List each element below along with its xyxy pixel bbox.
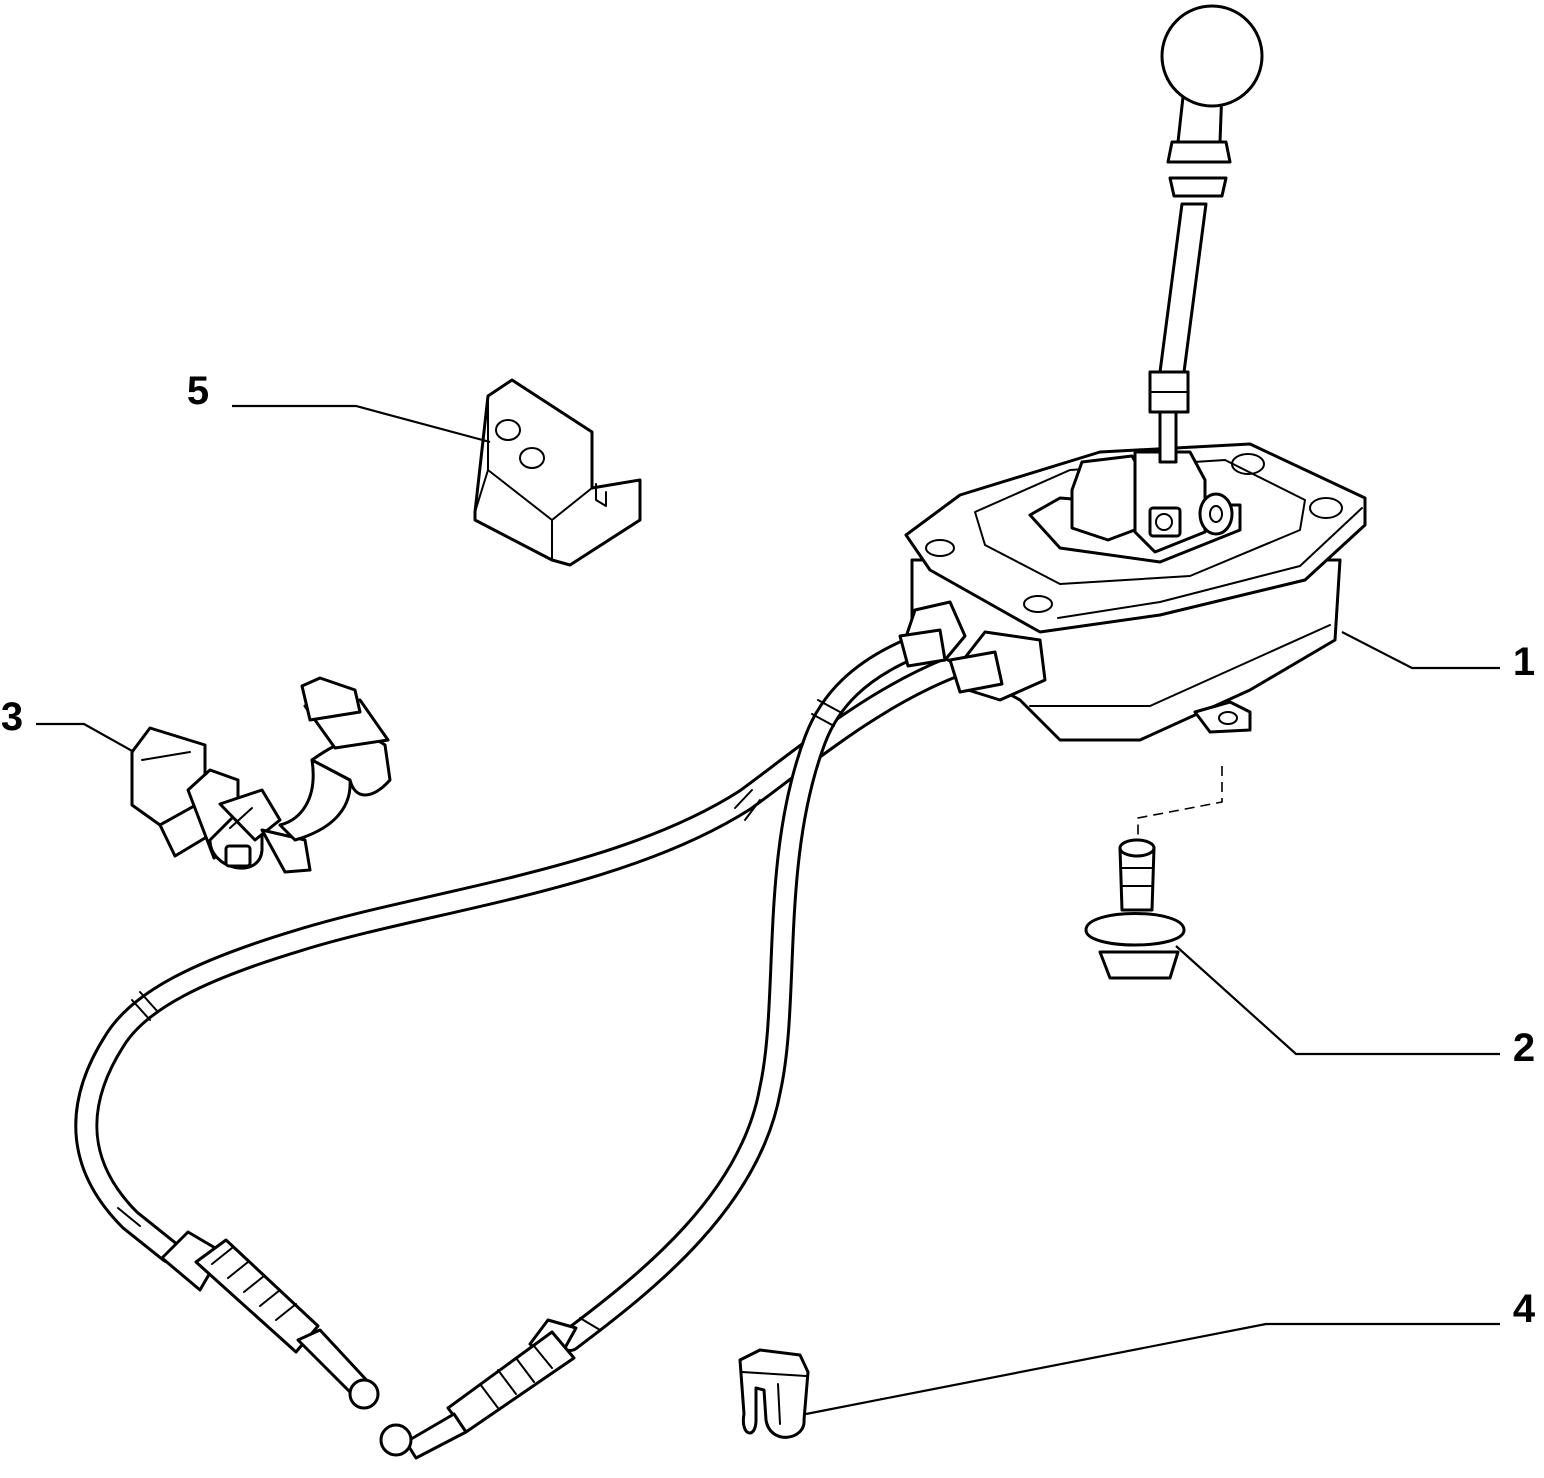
gear-cables [74, 636, 962, 1460]
leader-lines [36, 404, 1500, 1416]
rubber-block [473, 378, 642, 567]
spring-clip [738, 1348, 810, 1439]
callout-4: 4 [1513, 1287, 1536, 1331]
callout-1: 1 [1513, 640, 1535, 684]
callout-labels: 1 2 3 4 5 [1, 369, 1536, 1331]
leader-4 [805, 1322, 1500, 1416]
callout-2: 2 [1513, 1026, 1535, 1070]
gear-lever-assembly [898, 4, 1367, 742]
leader-3 [36, 722, 135, 753]
leader-1 [1341, 631, 1500, 670]
assembly-dashed-line [1137, 766, 1223, 836]
cable-clamp-bracket [130, 676, 392, 874]
leader-5 [232, 404, 491, 444]
callout-5: 5 [187, 369, 209, 413]
callout-3: 3 [1, 695, 23, 739]
leader-2 [1175, 945, 1500, 1056]
flange-bolt [1084, 838, 1186, 980]
